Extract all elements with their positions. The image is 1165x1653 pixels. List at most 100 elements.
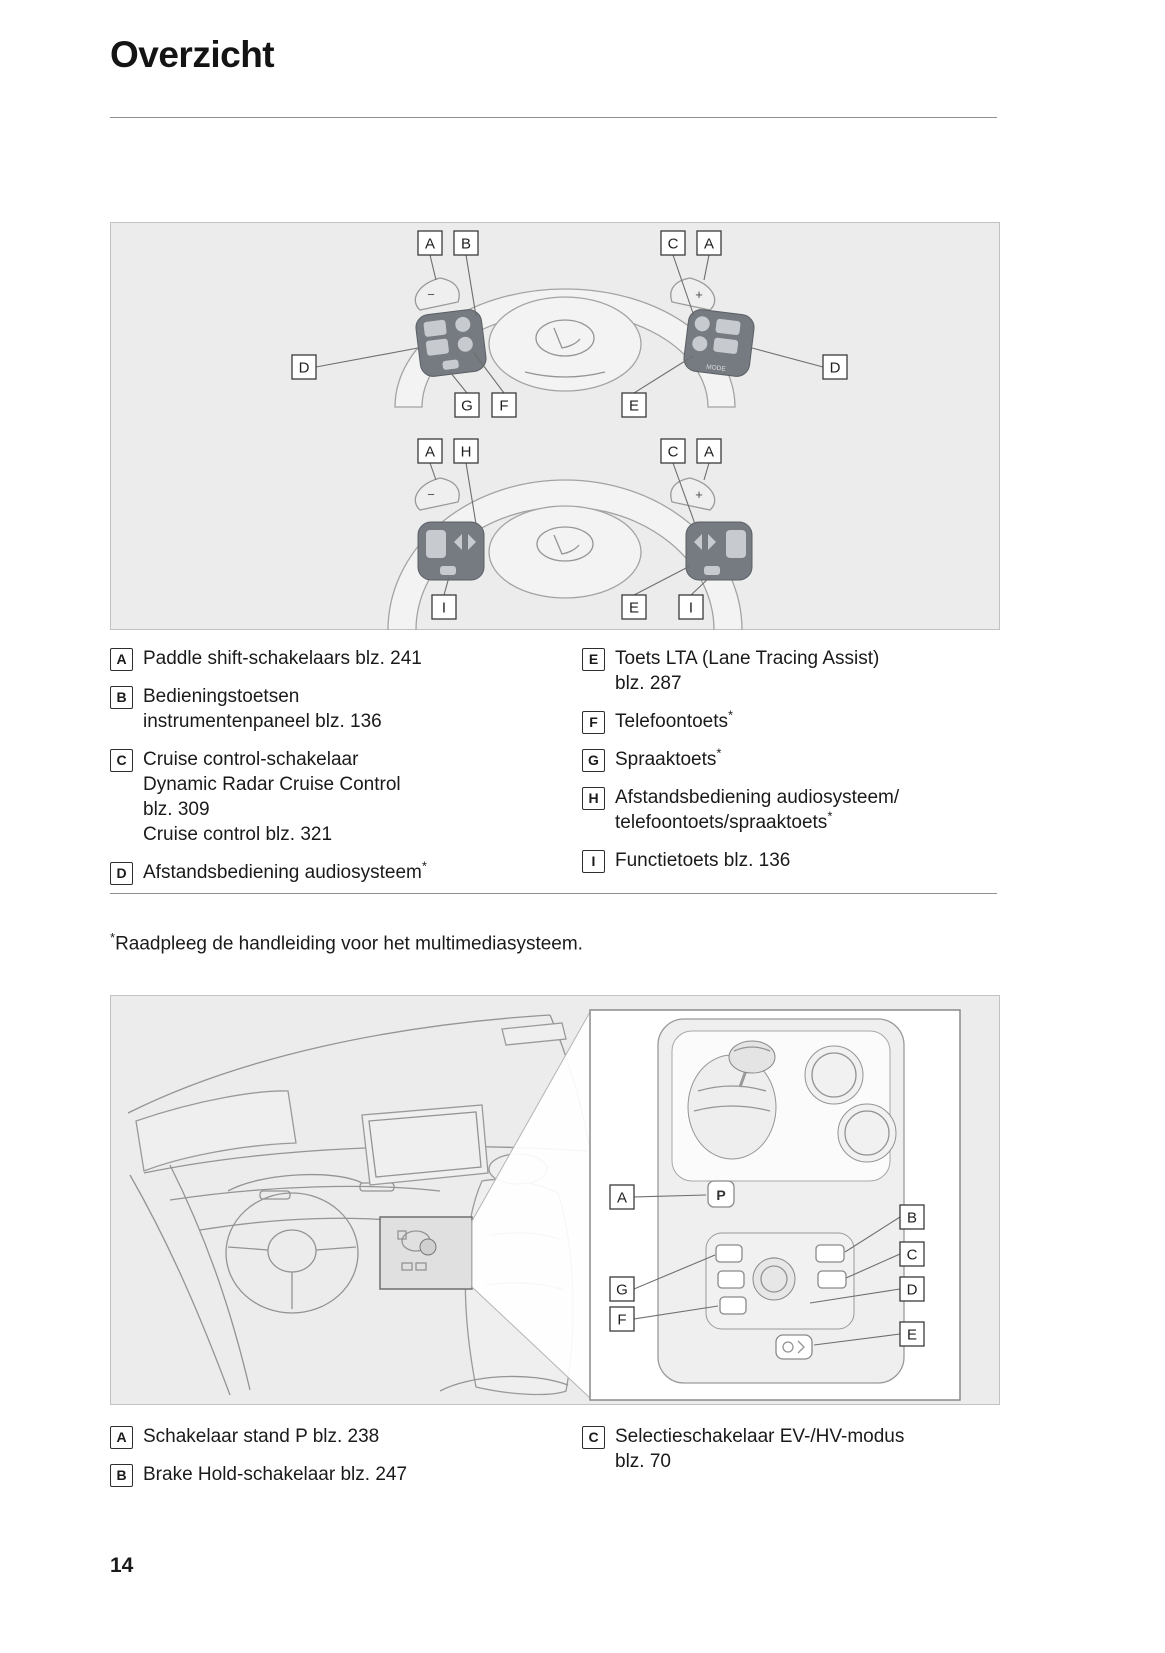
mini-p-button: [397, 1230, 407, 1240]
cabin-interior-art: [127, 1010, 591, 1400]
volume-button: [426, 530, 446, 558]
boot-folds: [693, 1085, 771, 1112]
leader-line: [633, 355, 694, 394]
callout-label: D: [299, 360, 310, 377]
leader-line: [690, 576, 711, 596]
steering-wheel-diagram: − +: [110, 222, 1000, 631]
legend-line: Cruise control blz. 321: [143, 824, 333, 845]
leader-line: [845, 1253, 901, 1279]
dashboard-front: [169, 1185, 441, 1201]
callout-brake-hold: B: [899, 1204, 925, 1230]
legend-line: Selectieschakelaar EV-/HV-modus: [615, 1426, 905, 1447]
callout-voice-button: G: [454, 392, 480, 418]
wheel-hub: [488, 296, 642, 392]
callout-lta-button-top: E: [621, 392, 647, 418]
leader-line: [751, 347, 824, 368]
legend-text: Bedieningstoetsen instrumentenpaneel blz…: [143, 684, 382, 734]
cruise-button: [694, 316, 710, 332]
legend-text: Spraaktoets*: [615, 747, 721, 772]
callout-label: C: [668, 236, 679, 253]
callout-key-e: E: [582, 648, 605, 671]
leader-line: [429, 254, 437, 281]
callout-label: A: [704, 444, 714, 461]
legend-item-f: F Telefoontoets*: [582, 709, 1000, 734]
legend-line-text: Afstandsbediening audiosysteem: [143, 862, 422, 883]
legend-text: Selectieschakelaar EV-/HV-modus blz. 70: [615, 1424, 904, 1474]
console-button: [717, 1270, 745, 1289]
callout-paddle-right-bottom: A: [696, 438, 722, 464]
callout-label: C: [668, 444, 679, 461]
auto-hold-button: [817, 1270, 847, 1289]
right-switch-pod: MODE: [683, 309, 755, 377]
paddle-plus-symbol: +: [695, 487, 703, 502]
leader-line: [633, 1194, 707, 1198]
legend-item-b: B Bedieningstoetsen instrumentenpaneel b…: [110, 684, 582, 734]
paddle-shift-left: [414, 477, 460, 511]
leader-line: [672, 462, 696, 525]
legend-item-d: D Afstandsbediening audiosysteem*: [110, 860, 582, 885]
function-button: [704, 566, 720, 575]
footnote-marker: *: [110, 930, 116, 945]
callout-p-switch: A: [609, 1184, 635, 1210]
callout-label: G: [461, 398, 473, 415]
callout-label: E: [629, 600, 639, 617]
p-switch-label: P: [716, 1187, 725, 1203]
callout-label: D: [830, 360, 841, 377]
legend-column-left: A Paddle shift-schakelaars blz. 241 B Be…: [110, 646, 582, 898]
footnote-marker: *: [728, 707, 734, 723]
callout-cruise-control-top: C: [660, 230, 686, 256]
roof-line: [127, 1014, 551, 1114]
mini-button: [401, 1262, 413, 1271]
lexus-logo-l: [553, 327, 581, 349]
legend-line: Toets LTA (Lane Tracing Assist): [615, 648, 880, 669]
paddle-minus-symbol: −: [427, 287, 435, 302]
lexus-logo-icon: [535, 319, 595, 357]
legend-line: Cruise control-schakelaar: [143, 749, 359, 770]
callout-d: D: [899, 1276, 925, 1302]
legend-line: blz. 70: [615, 1451, 671, 1472]
callout-label: A: [425, 444, 435, 461]
steering-spokes: [227, 1246, 357, 1309]
mode-selector-inner: [760, 1265, 788, 1293]
leader-line: [633, 1254, 716, 1290]
callout-paddle-left-top: A: [417, 230, 443, 256]
multimedia-display: [361, 1104, 489, 1186]
meter-control-button: [425, 338, 449, 356]
callout-key-g: G: [582, 749, 605, 772]
cruise-control-button: [715, 318, 741, 336]
callout-function-button-left: I: [431, 594, 457, 620]
legend-line: blz. 309: [143, 799, 210, 820]
legend-text: Paddle shift-schakelaars blz. 241: [143, 646, 422, 671]
arrow-right-icon: [708, 534, 716, 550]
callout-label: E: [907, 1327, 917, 1344]
legend-item-g: G Spraaktoets*: [582, 747, 1000, 772]
legend-line: Bedieningstoetsen: [143, 686, 300, 707]
parking-brake-switch: [775, 1334, 813, 1360]
footnote-text: Raadpleeg de handleiding voor het multim…: [115, 933, 583, 955]
legend-column-left: A Schakelaar stand P blz. 238 B Brake Ho…: [110, 1424, 582, 1500]
legend-text: Brake Hold-schakelaar blz. 247: [143, 1462, 407, 1487]
door-trim-line: [169, 1164, 251, 1391]
callout-label: A: [617, 1190, 627, 1207]
legend-item-b: B Brake Hold-schakelaar blz. 247: [110, 1462, 582, 1487]
arrow-left-icon: [694, 534, 702, 550]
callout-cruise-control-bottom: C: [660, 438, 686, 464]
callout-label: B: [907, 1210, 917, 1227]
lta-button: [726, 530, 746, 558]
legend-text: Afstandsbediening audiosysteem/ telefoon…: [615, 785, 899, 835]
figure-steering-wheel-controls: − +: [110, 222, 1000, 635]
console-button: [715, 1244, 743, 1263]
callout-function-button-right: I: [678, 594, 704, 620]
parking-brake-icon: [782, 1341, 794, 1353]
legend-item-h: H Afstandsbediening audiosysteem/ telefo…: [582, 785, 1000, 835]
legend-item-i: I Functietoets blz. 136: [582, 848, 1000, 873]
mode-selector-dial: [752, 1257, 796, 1301]
cup-holder-inner: [811, 1052, 857, 1098]
lexus-logo-l: [553, 534, 580, 555]
callout-phone-button: F: [491, 392, 517, 418]
callout-key-b: B: [110, 686, 133, 709]
legend-line: Afstandsbediening audiosysteem*: [143, 860, 427, 885]
talk-button: [442, 359, 459, 370]
paddle-minus-symbol: −: [427, 487, 435, 502]
arrow-right-icon: [468, 534, 476, 550]
